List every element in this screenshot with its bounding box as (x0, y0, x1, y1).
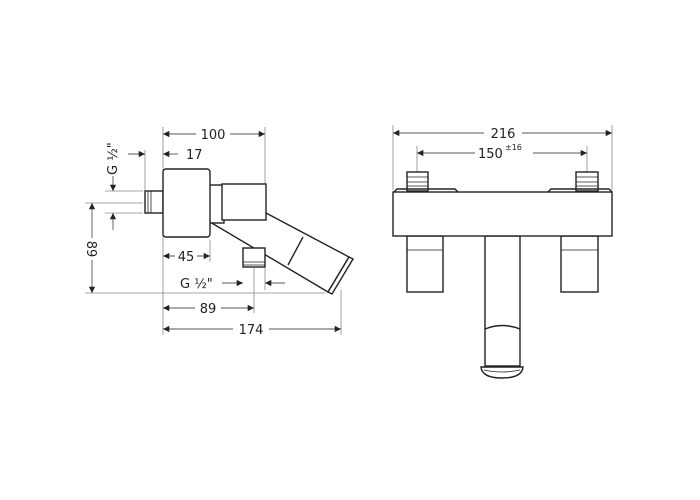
spout-aerator (480, 366, 524, 379)
spout (207, 212, 350, 293)
wall-plates (393, 188, 613, 193)
dim-projection: 174 (239, 323, 264, 338)
front-view: 216 150 ±16 (392, 125, 613, 379)
spout-curve (484, 324, 521, 330)
dim-wall-offset: 17 (186, 148, 203, 163)
dim-body-depth: 45 (178, 250, 195, 265)
spout-divider (287, 236, 304, 266)
inlet-nipple-right (575, 171, 599, 192)
dim-centers: 150 (478, 147, 503, 162)
spout (484, 235, 521, 367)
handle (221, 183, 267, 221)
mixer-body (392, 191, 613, 237)
dim-width: 216 (491, 127, 516, 142)
inlet-nipple-left (406, 171, 429, 192)
handle-left (406, 235, 444, 293)
dim-inlet-thread: G ½" (106, 142, 121, 175)
side-view: 100 17 G ½" 89 45 G ½" 89 174 (83, 126, 354, 338)
body-cylinder (162, 168, 211, 238)
outlet-nipple (242, 247, 266, 268)
dim-outlet-thread: G ½" (180, 277, 213, 292)
dim-total-height: 100 (201, 128, 226, 143)
handle-right (560, 235, 599, 293)
spout-tip (327, 256, 354, 295)
dim-centers-tolerance: ±16 (505, 143, 522, 152)
dim-height: 89 (83, 241, 98, 258)
dim-outlet-distance: 89 (200, 302, 217, 317)
